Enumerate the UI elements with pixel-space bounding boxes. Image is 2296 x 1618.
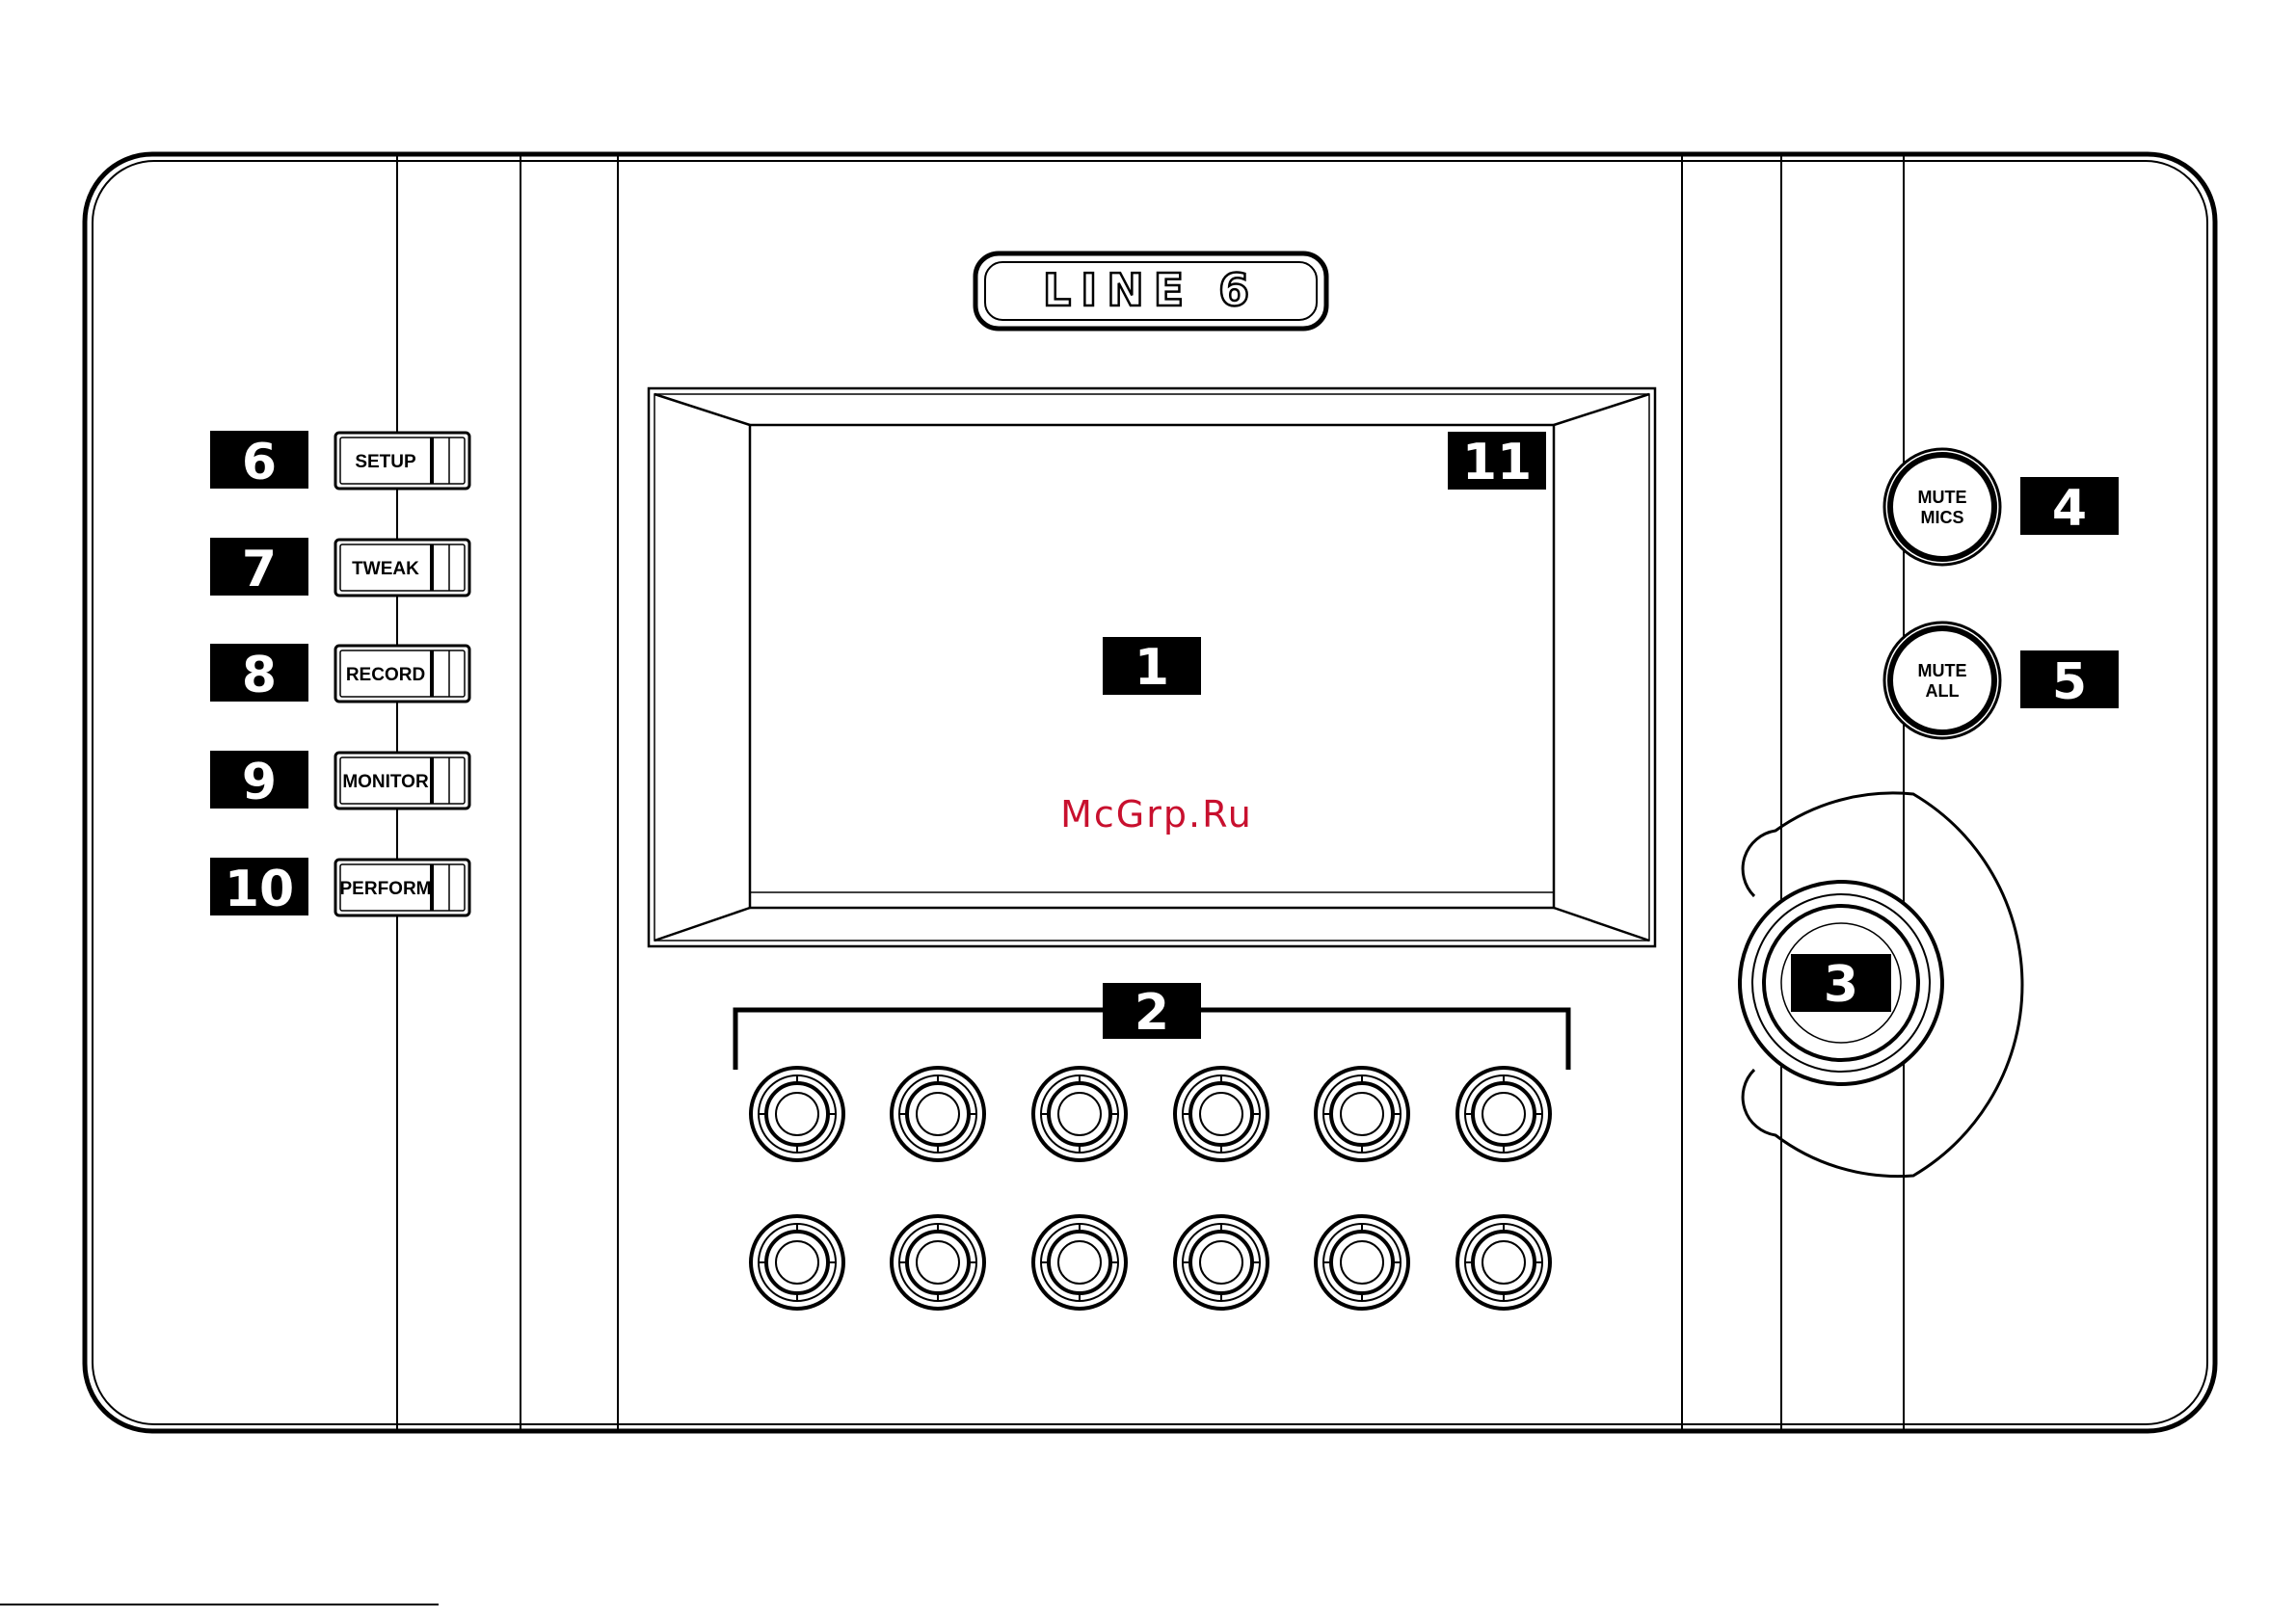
mode-button-label: SETUP — [355, 452, 416, 472]
mute-label-line1: MUTE — [1918, 661, 1967, 680]
mode-button-label: TWEAK — [352, 559, 419, 579]
knob[interactable] — [751, 1216, 843, 1309]
knobs-callout-2: 2 — [1103, 983, 1201, 1042]
mode-callout-10: 10 — [210, 858, 308, 918]
screen-callout-11: 11 — [1448, 432, 1546, 491]
svg-text:8: 8 — [242, 647, 277, 704]
mode-buttons: 6 SETUP 7 TWEAK 8 RECORD 9 MONITOR 10 PERFORM — [210, 431, 469, 918]
knob[interactable] — [1316, 1068, 1408, 1160]
mute-label-line2: ALL — [1926, 681, 1960, 701]
svg-text:10: 10 — [225, 861, 294, 918]
screen-callout-1: 1 — [1103, 637, 1201, 697]
knob[interactable] — [751, 1068, 843, 1160]
svg-text:2: 2 — [1135, 984, 1169, 1042]
mode-button-label: MONITOR — [342, 772, 429, 792]
svg-text:1: 1 — [1135, 639, 1169, 697]
knob[interactable] — [1457, 1216, 1550, 1309]
mode-callout-7: 7 — [210, 538, 308, 598]
logo-text: LINE 6 — [1043, 264, 1259, 316]
knob[interactable] — [892, 1216, 984, 1309]
svg-text:6: 6 — [242, 434, 277, 491]
mode-callout-6: 6 — [210, 431, 308, 491]
mute-label-line1: MUTE — [1918, 488, 1967, 507]
svg-text:5: 5 — [2052, 653, 2087, 711]
svg-text:4: 4 — [2052, 480, 2087, 538]
setup-button[interactable]: SETUP — [335, 433, 469, 489]
knob[interactable] — [1457, 1068, 1550, 1160]
svg-text:7: 7 — [242, 541, 277, 598]
perform-button[interactable]: PERFORM — [335, 860, 469, 915]
mute-callout-5: 5 — [2020, 650, 2119, 711]
mode-button-label: PERFORM — [340, 879, 432, 899]
knob-grid — [751, 1068, 1550, 1309]
knob[interactable] — [1316, 1216, 1408, 1309]
svg-text:9: 9 — [242, 754, 277, 811]
mode-button-label: RECORD — [346, 665, 425, 685]
mute-label-line2: MICS — [1921, 508, 1964, 527]
knob[interactable] — [1175, 1068, 1268, 1160]
encoder-callout-3: 3 — [1824, 956, 1858, 1014]
mute-callout-4: 4 — [2020, 477, 2119, 538]
monitor-button[interactable]: MONITOR — [335, 753, 469, 809]
record-button[interactable]: RECORD — [335, 646, 469, 702]
watermark-text: McGrp.Ru — [1060, 793, 1253, 836]
knob[interactable] — [892, 1068, 984, 1160]
mode-callout-8: 8 — [210, 644, 308, 704]
knob[interactable] — [1033, 1216, 1126, 1309]
svg-text:11: 11 — [1462, 434, 1532, 491]
knob[interactable] — [1033, 1068, 1126, 1160]
tweak-button[interactable]: TWEAK — [335, 540, 469, 596]
mode-callout-9: 9 — [210, 751, 308, 811]
main-encoder-knob[interactable]: 3 — [1740, 882, 1942, 1084]
knob[interactable] — [1175, 1216, 1268, 1309]
line6-logo: LINE 6 — [975, 253, 1326, 329]
